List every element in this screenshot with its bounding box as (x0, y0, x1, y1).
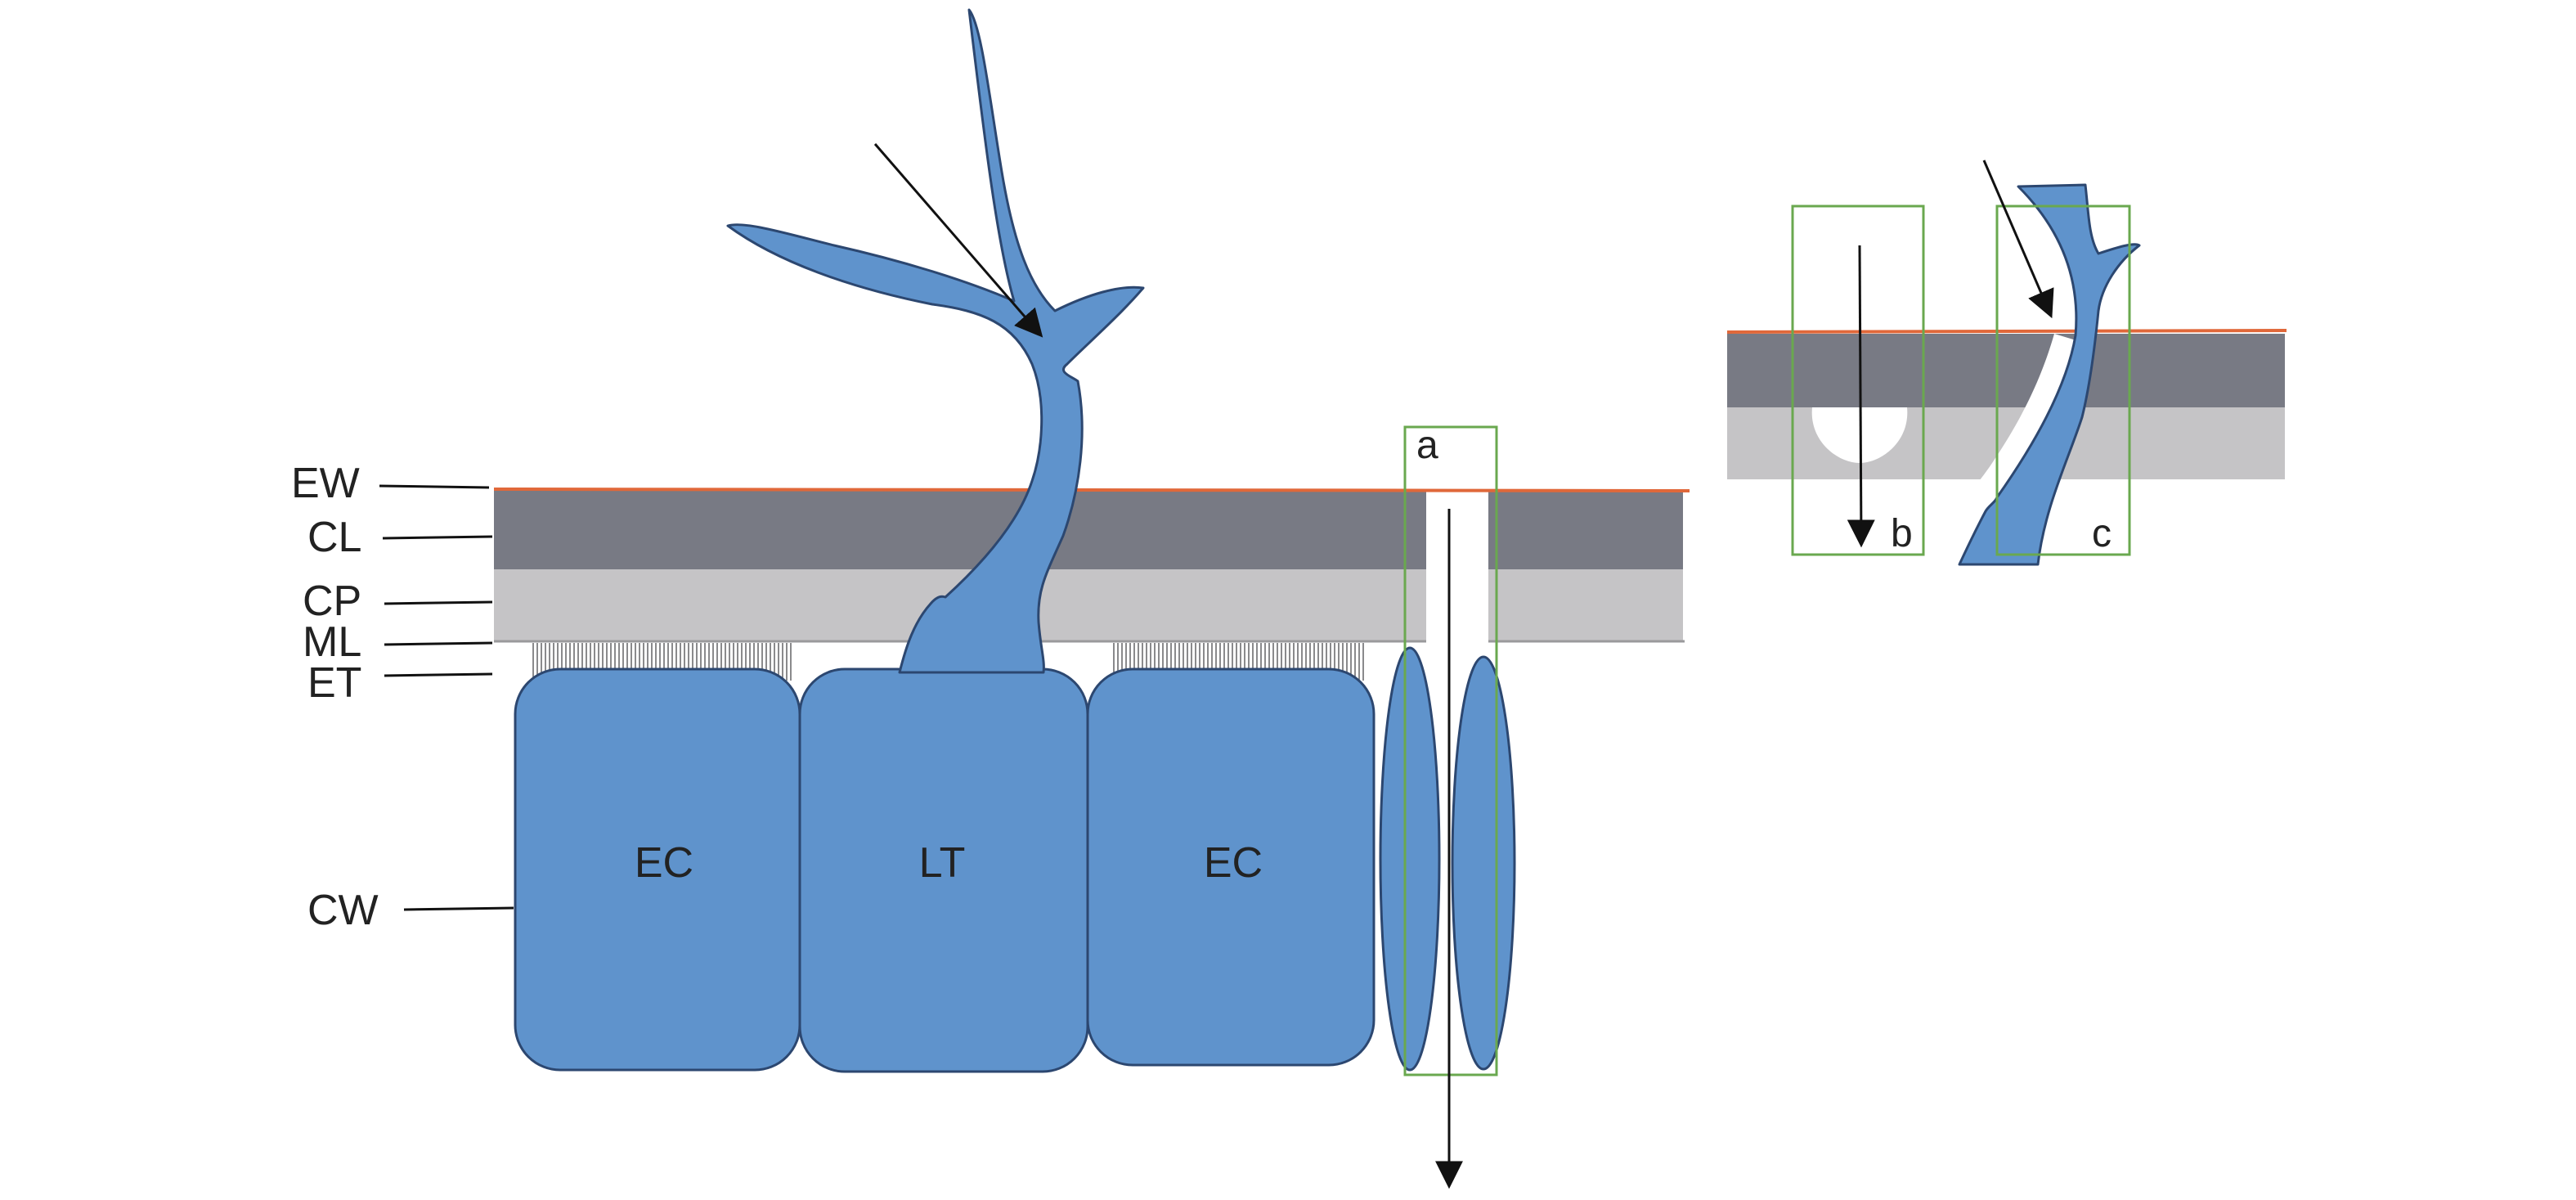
route-a-frame (1403, 425, 1498, 1076)
route-a-label: a (1416, 424, 1438, 467)
epicuticular-wax (493, 488, 1690, 492)
cell-label-middle: LT (919, 839, 966, 887)
leader-cw (403, 906, 514, 911)
label-cl: CL (307, 514, 361, 561)
route-b-label: b (1891, 512, 1913, 555)
penetration-arrow (873, 143, 1043, 338)
leader-et (384, 672, 493, 677)
guard-cell-left (1379, 646, 1441, 1072)
leader-cp (384, 600, 493, 605)
fungal-hypha (726, 8, 1145, 674)
inset-cuticle-layer (1727, 334, 2285, 407)
label-ml: ML (303, 618, 361, 666)
leader-ew (379, 484, 490, 489)
route-c-arrow (1982, 160, 2054, 319)
label-ew: EW (291, 460, 360, 507)
route-c-frame (1995, 204, 2131, 556)
cuticle-layer-right (1488, 491, 1683, 569)
route-c-label: c (2092, 512, 2112, 555)
label-cw: CW (307, 887, 379, 934)
layer-labels: EW CL CP ML ET CW (291, 460, 514, 934)
cell-label-left: EC (635, 839, 693, 887)
inset-epicuticular-wax (1726, 329, 2287, 334)
cuticle-proper-right (1488, 569, 1683, 641)
cell-label-right: EC (1204, 839, 1263, 887)
epidermal-cell-right (1086, 667, 1376, 1067)
cuticle-layer-left (494, 491, 1426, 569)
route-b-frame (1791, 204, 1925, 556)
label-et: ET (307, 659, 361, 707)
label-cp: CP (303, 578, 361, 625)
guard-cell-right (1451, 655, 1516, 1071)
epidermal-cells (514, 646, 1516, 1073)
leader-ml (384, 641, 493, 646)
route-b-arrow (1847, 245, 1875, 548)
inset-channel (1963, 334, 2087, 502)
leader-cl (382, 535, 493, 540)
inset-panel: b c (1726, 160, 2287, 566)
cuticle-layers (493, 488, 1690, 643)
